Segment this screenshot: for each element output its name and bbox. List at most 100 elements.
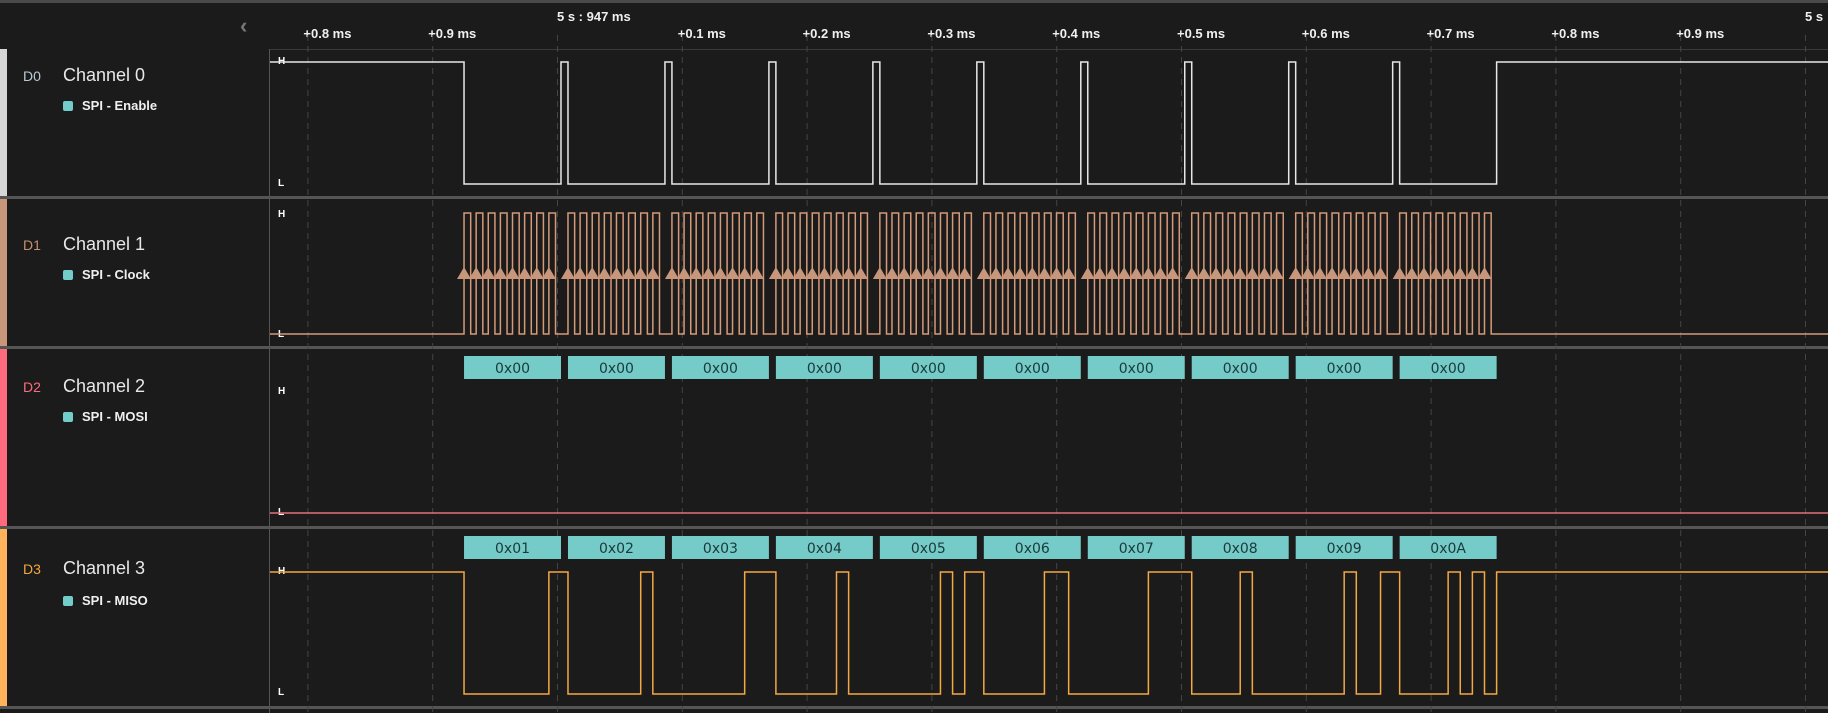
mosi-decoded-frame — [464, 356, 561, 379]
rising-edge-marker — [529, 267, 544, 279]
rising-edge-marker — [1165, 267, 1180, 279]
mosi-decoded-value: 0x00 — [807, 361, 842, 377]
channel-name[interactable]: Channel 2 — [63, 376, 146, 396]
miso-decoded-value: 0x08 — [1223, 541, 1258, 557]
miso-decoded-value: 0x03 — [703, 541, 738, 557]
rising-edge-marker — [1196, 267, 1211, 279]
rising-edge-marker — [1392, 267, 1407, 279]
mosi-decoded-frame — [1087, 356, 1185, 379]
rising-edge-marker — [1153, 267, 1168, 279]
rising-edge-marker — [1061, 267, 1076, 279]
channel-row-0: D0 Channel 0 SPI - Enable H L — [0, 49, 1828, 199]
time-tick-label: +0.9 ms — [428, 26, 477, 41]
channel-id: D3 — [23, 561, 41, 577]
rising-edge-marker — [1025, 267, 1040, 279]
time-tick-label: +0.9 ms — [1676, 26, 1725, 41]
rising-edge-marker — [1465, 267, 1480, 279]
channel-name[interactable]: Channel 0 — [63, 65, 146, 85]
analyzer-label: SPI - MOSI — [63, 409, 148, 424]
rising-edge-marker — [1373, 267, 1388, 279]
rising-edge-marker — [1325, 267, 1340, 279]
chevron-left-icon[interactable]: ‹ — [240, 13, 248, 38]
rising-edge-marker — [517, 267, 532, 279]
rising-edge-marker — [493, 267, 508, 279]
rising-edge-marker — [1141, 267, 1156, 279]
time-tick-label: +0.5 ms — [1177, 26, 1226, 41]
rising-edge-marker — [609, 267, 624, 279]
rising-edge-marker — [988, 267, 1003, 279]
analyzer-label: SPI - Clock — [63, 267, 150, 282]
rising-edge-marker — [689, 267, 704, 279]
miso-decoded-value: 0x05 — [911, 541, 946, 557]
rising-edge-marker — [1416, 267, 1431, 279]
miso-decoded-frame — [1295, 536, 1393, 559]
time-tick-label: +0.2 ms — [802, 26, 851, 41]
rising-edge-marker — [1477, 267, 1492, 279]
miso-decoded-frame — [1191, 536, 1289, 559]
miso-trace — [270, 571, 1828, 695]
rising-edge-marker — [1129, 267, 1144, 279]
rising-edge-marker — [725, 267, 740, 279]
time-tick-label: +0.1 ms — [677, 26, 726, 41]
rising-edge-marker — [621, 267, 636, 279]
miso-decoded-frame — [464, 536, 561, 559]
mosi-decoded-frame — [567, 356, 665, 379]
channel-name[interactable]: Channel 3 — [63, 558, 146, 578]
miso-decoded-value: 0x06 — [1015, 541, 1050, 557]
rising-edge-marker — [1117, 267, 1132, 279]
time-major-label: 5 s — [1805, 9, 1824, 24]
time-tick-label: +0.8 ms — [303, 26, 352, 41]
analyzer-color-swatch — [63, 411, 73, 422]
rising-edge-marker — [884, 267, 899, 279]
channel-color-bar — [0, 199, 7, 346]
analyzer-name: SPI - MOSI — [82, 409, 148, 424]
miso-decoded-frame — [775, 536, 873, 559]
rising-edge-marker — [817, 267, 832, 279]
mosi-decoded-frame — [1191, 356, 1289, 379]
rising-edge-marker — [1208, 267, 1223, 279]
rising-edge-marker — [841, 267, 856, 279]
analyzer-color-swatch — [63, 269, 73, 280]
miso-decoded-frame — [1399, 536, 1497, 559]
rising-edge-marker — [1337, 267, 1352, 279]
miso-decoded-value: 0x07 — [1119, 541, 1154, 557]
level-low-label: L — [276, 178, 287, 190]
rising-edge-marker — [664, 267, 679, 279]
miso-decoded-frame — [671, 536, 769, 559]
mosi-decoded-value: 0x00 — [599, 361, 634, 377]
rising-edge-marker — [1257, 267, 1272, 279]
timeline-header[interactable]: ‹ +0.8 ms+0.9 ms+0.1 ms+0.2 ms+0.3 ms+0.… — [0, 3, 1828, 50]
rising-edge-marker — [1221, 267, 1236, 279]
miso-decoded-value: 0x04 — [807, 541, 842, 557]
channel-panel — [0, 49, 270, 713]
rising-edge-marker — [1361, 267, 1376, 279]
rising-edge-marker — [829, 267, 844, 279]
rising-edge-marker — [1300, 267, 1315, 279]
rising-edge-marker — [781, 267, 796, 279]
rising-edge-marker — [933, 267, 948, 279]
rising-edge-marker — [1105, 267, 1120, 279]
rising-edge-marker — [573, 267, 588, 279]
mosi-decoded-value: 0x00 — [1223, 361, 1258, 377]
mosi-decoded-value: 0x00 — [1119, 361, 1154, 377]
rising-edge-marker — [1037, 267, 1052, 279]
mosi-decoded-frame — [775, 356, 873, 379]
channel-name[interactable]: Channel 1 — [63, 234, 146, 254]
mosi-decoded-value: 0x00 — [1015, 361, 1050, 377]
miso-decoded-frame — [567, 536, 665, 559]
channel-row-3: D3 Channel 3 SPI - MISO H L — [0, 529, 1828, 709]
miso-decoded-frame — [1087, 536, 1185, 559]
miso-decoded-value: 0x01 — [495, 541, 530, 557]
mosi-decoded-frame — [879, 356, 977, 379]
time-tick-label: +0.7 ms — [1426, 26, 1475, 41]
analyzer-name: SPI - Clock — [82, 267, 150, 282]
channel-color-bar — [0, 529, 7, 706]
analyzer-name: SPI - Enable — [82, 98, 158, 113]
analyzer-color-swatch — [63, 100, 73, 111]
rising-edge-marker — [457, 267, 472, 279]
rising-edge-marker — [1288, 267, 1303, 279]
analyzer-color-swatch — [63, 595, 73, 606]
time-tick-label: +0.6 ms — [1301, 26, 1350, 41]
mosi-decoded-frame — [1295, 356, 1393, 379]
